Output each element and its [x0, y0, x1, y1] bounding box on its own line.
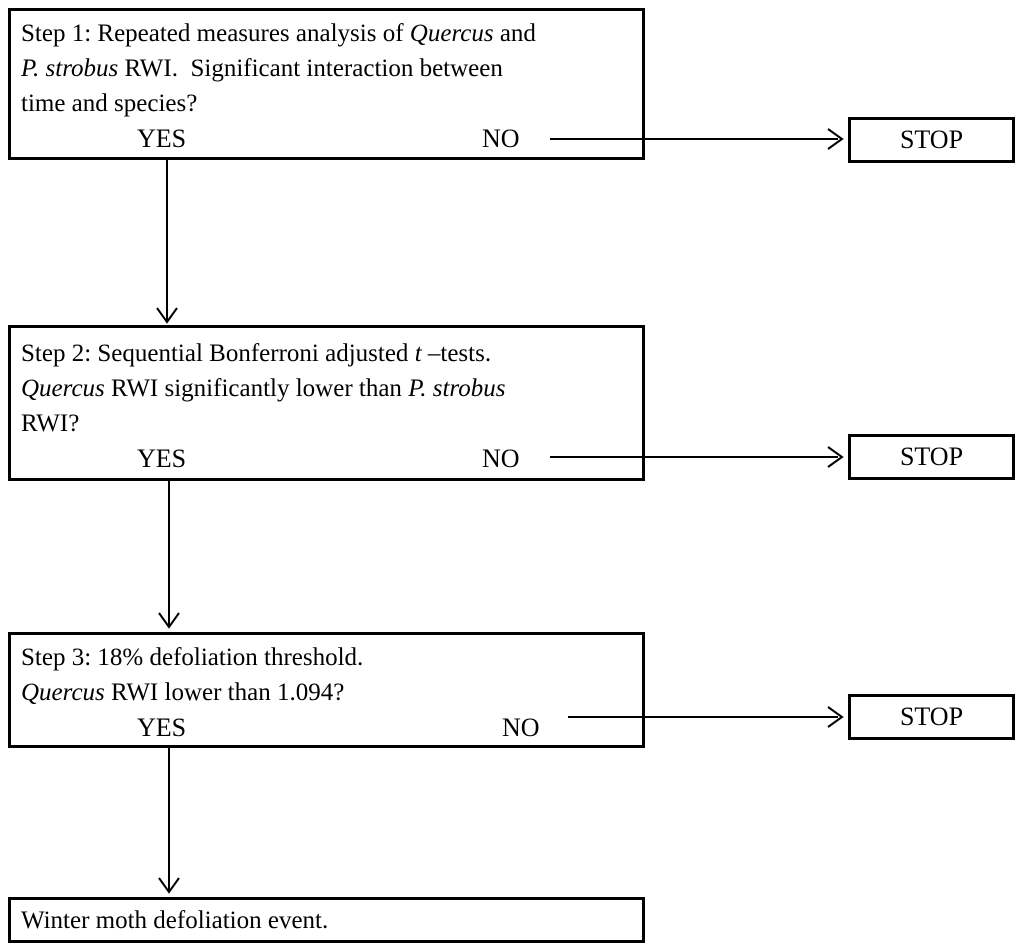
- stop-box-3: STOP: [848, 694, 1015, 740]
- result-box: Winter moth defoliation event.: [8, 897, 645, 943]
- step-2-yes-label: YES: [137, 444, 187, 473]
- italic-text-segment: Quercus: [409, 20, 494, 47]
- step-2-box: Step 2: Sequential Bonferroni adjusted t…: [8, 325, 645, 481]
- arrow-right-no-to-stop1-icon: [550, 124, 850, 154]
- step-1-yes-no-row: YES NO: [21, 121, 642, 156]
- italic-text-segment: P. strobus: [408, 375, 506, 402]
- arrow-down-step1-to-step2-icon: [152, 160, 182, 326]
- text-segment: RWI lower than 1.094?: [104, 679, 345, 706]
- stop-box-1: STOP: [848, 117, 1015, 163]
- text-segment: Step 3: 18% defoliation threshold.: [21, 644, 364, 671]
- italic-text-segment: Quercus: [21, 679, 105, 706]
- step-1-line-2: P. strobus RWI. Significant interaction …: [21, 51, 642, 86]
- arrow-right-no-to-stop2-icon: [550, 442, 850, 472]
- stop-3-label: STOP: [899, 702, 964, 731]
- step-2-line-1: Step 2: Sequential Bonferroni adjusted t…: [21, 336, 642, 371]
- arrow-down-step3-to-result-icon: [154, 748, 184, 896]
- result-line-1: Winter moth defoliation event.: [21, 903, 642, 938]
- step-3-line-1: Step 3: 18% defoliation threshold.: [21, 640, 642, 675]
- arrow-down-step2-to-step3-icon: [154, 481, 184, 631]
- step-3-yes-no-row: YES NO: [21, 710, 642, 745]
- step-2-line-3: RWI?: [21, 406, 642, 441]
- text-segment: RWI?: [21, 410, 80, 437]
- text-segment: –tests.: [421, 340, 492, 367]
- italic-text-segment: t: [414, 340, 422, 367]
- italic-text-segment: Quercus: [21, 375, 105, 402]
- text-segment: and: [493, 20, 536, 47]
- text-segment: RWI significantly lower than: [104, 375, 409, 402]
- step-1-yes-label: YES: [137, 124, 187, 153]
- step-1-box: Step 1: Repeated measures analysis of Qu…: [8, 8, 645, 160]
- italic-text-segment: P. strobus: [21, 55, 119, 82]
- stop-2-label: STOP: [899, 442, 964, 471]
- step-3-line-2: Quercus RWI lower than 1.094?: [21, 675, 642, 710]
- step-3-yes-label: YES: [137, 713, 187, 742]
- stop-1-label: STOP: [899, 125, 964, 154]
- step-3-box: Step 3: 18% defoliation threshold. Querc…: [8, 632, 645, 748]
- text-segment: Step 1: Repeated measures analysis of: [21, 20, 410, 47]
- step-2-line-2: Quercus RWI significantly lower than P. …: [21, 371, 642, 406]
- step-1-no-label: NO: [482, 124, 520, 153]
- step-1-line-1: Step 1: Repeated measures analysis of Qu…: [21, 16, 642, 51]
- text-segment: Winter moth defoliation event.: [21, 907, 329, 934]
- arrow-right-no-to-stop3-icon: [568, 702, 850, 732]
- text-segment: Step 2: Sequential Bonferroni adjusted: [21, 340, 415, 367]
- step-3-no-label: NO: [502, 713, 540, 742]
- step-1-line-3: time and species?: [21, 86, 642, 121]
- text-segment: RWI. Significant interaction between: [118, 55, 503, 82]
- step-2-yes-no-row: YES NO: [21, 441, 642, 476]
- text-segment: time and species?: [21, 90, 198, 117]
- step-2-no-label: NO: [482, 444, 520, 473]
- stop-box-2: STOP: [848, 434, 1015, 480]
